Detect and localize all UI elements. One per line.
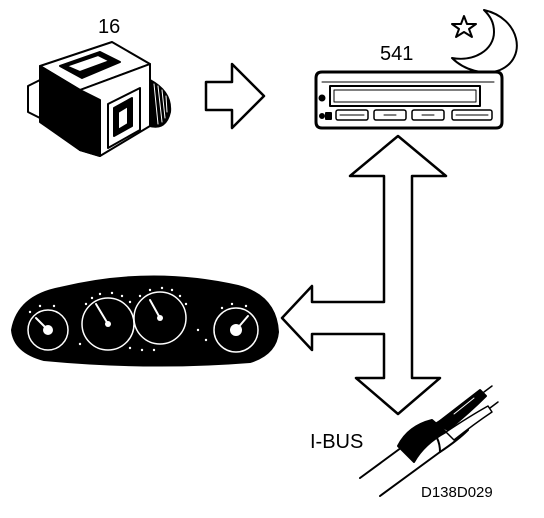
display-unit-icon	[314, 70, 504, 130]
bus-label: I-BUS	[310, 431, 364, 453]
star-icon	[451, 15, 477, 38]
switch-number-label: 16	[98, 16, 121, 38]
night-mode-icon	[451, 9, 518, 74]
bus-arrow-icon	[280, 134, 448, 416]
arrow-right-icon	[204, 62, 266, 130]
bus-harness-icon	[359, 385, 499, 497]
figure-reference-label: D138D029	[421, 484, 493, 501]
display-unit-number-label: 541	[380, 43, 414, 65]
crescent-moon-icon	[451, 9, 518, 74]
dimmer-switch-icon	[27, 41, 172, 157]
instrument-cluster-icon	[11, 275, 279, 367]
